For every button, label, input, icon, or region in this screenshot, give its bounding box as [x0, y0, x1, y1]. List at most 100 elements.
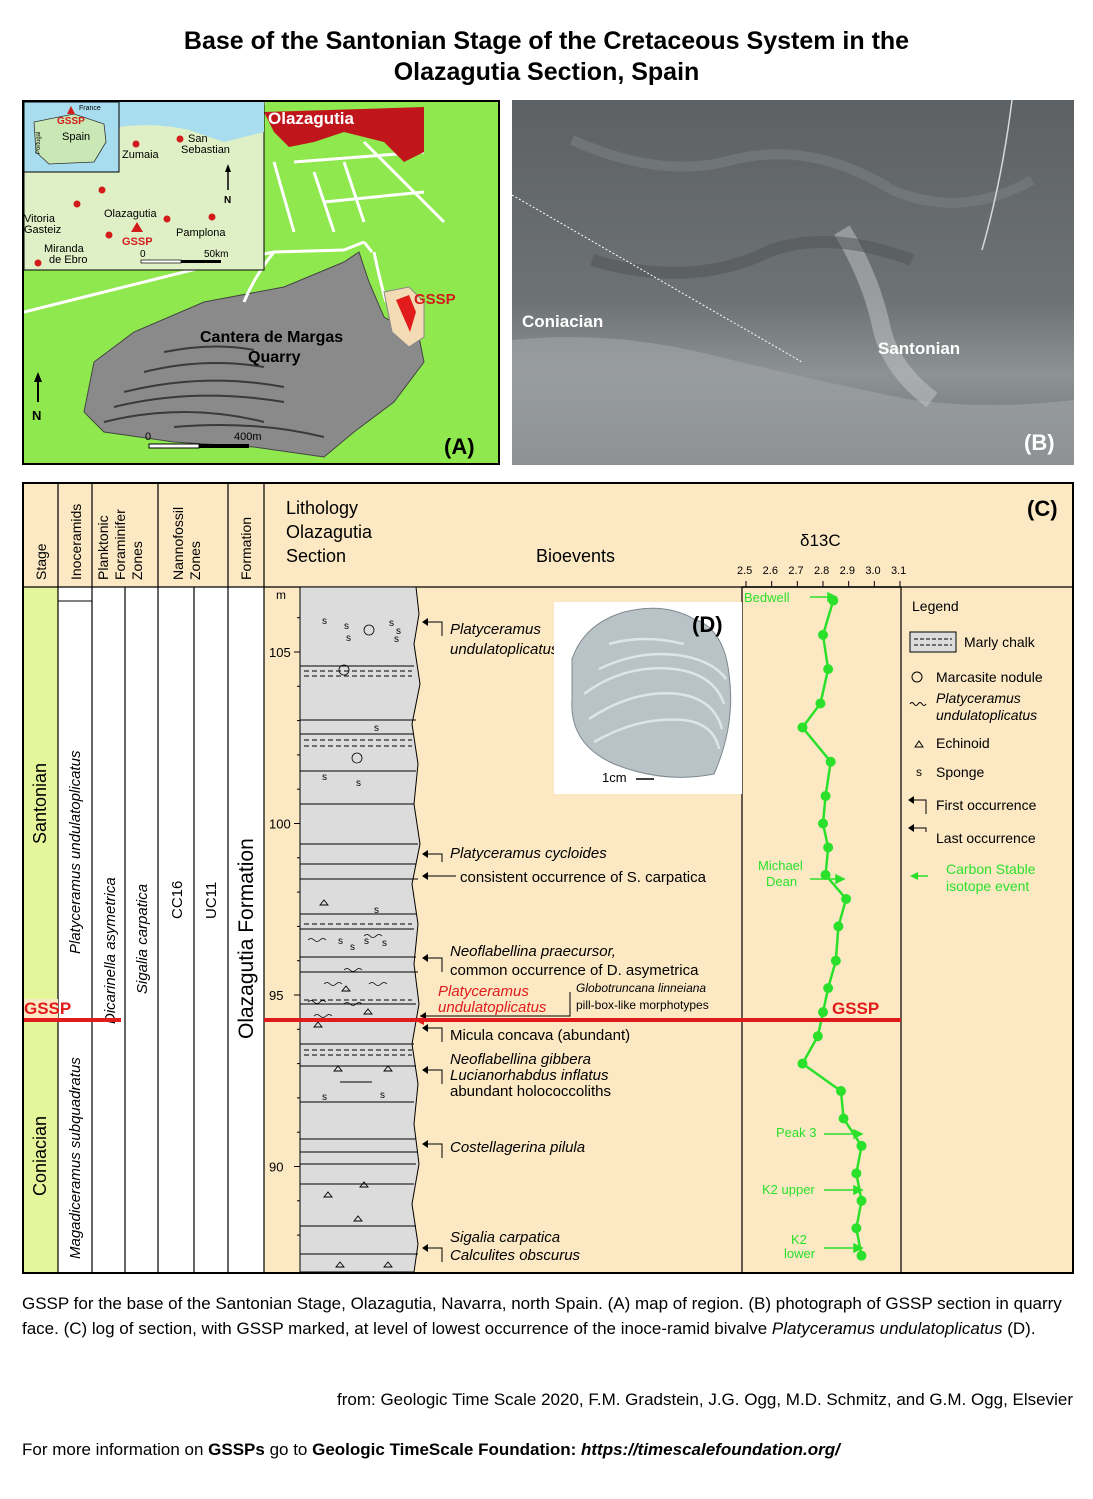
- carbon-point-16: [797, 1058, 808, 1069]
- stage-coniacian: Coniacian: [30, 1116, 50, 1196]
- city-zumaia: Zumaia: [122, 149, 160, 161]
- inset-cities: Zumaia San Sebastian Vitoria Gasteiz Ola…: [24, 133, 230, 267]
- hdr-nanno-2: Zones: [187, 541, 203, 580]
- zone-subquadratus: Magadiceramus subquadratus: [67, 1057, 84, 1259]
- bioevent-inflatus: Lucianorhabdus inflatus: [450, 1067, 609, 1084]
- legend-platy-2: undulatoplicatus: [936, 707, 1037, 723]
- svg-text:s: s: [374, 905, 379, 916]
- carbon-point-14: [818, 1007, 828, 1018]
- carbon-point-12: [830, 955, 841, 966]
- bioevent-calculites: Calculites obscurus: [450, 1247, 581, 1264]
- carbon-point-2: [823, 664, 834, 675]
- city-san: San: [188, 133, 208, 145]
- inset-france: France: [79, 105, 101, 112]
- bioevent-pillbox: pill-box-like morphotypes: [576, 998, 709, 1012]
- svg-text:s: s: [374, 723, 379, 734]
- legend-sponge-symbol: s: [916, 765, 922, 779]
- legend-marcasite: Marcasite nodule: [936, 669, 1043, 685]
- zone-dicarinella: Dicarinella asymetrica: [102, 877, 119, 1024]
- svg-text:s: s: [338, 936, 343, 947]
- photo-svg: Coniacian Santonian (B): [512, 100, 1074, 465]
- bioevent-holococcoliths: abundant holococcoliths: [450, 1083, 611, 1100]
- event-michael: Michael: [758, 858, 803, 873]
- zone-undulatoplicatus: Platyceramus undulatoplicatus: [67, 750, 84, 954]
- carbon-isotope-curve: [797, 595, 867, 1261]
- hdr-lith-1: Lithology: [286, 498, 358, 518]
- event-k2-upper: K2 upper: [762, 1182, 815, 1197]
- svg-text:s: s: [389, 618, 394, 629]
- carbon-series-line: [800, 600, 863, 1256]
- carbon-point-9: [820, 869, 831, 880]
- bioevent-platy-1: Platyceramus: [450, 621, 541, 638]
- depth-tick-label-2: 95: [269, 988, 283, 1003]
- legend-carbon-1: Carbon Stable: [946, 861, 1036, 877]
- svg-text:s: s: [322, 772, 327, 783]
- svg-text:s: s: [380, 1090, 385, 1101]
- carbon-point-4: [797, 722, 808, 733]
- svg-text:s: s: [396, 626, 401, 637]
- map-panel-label: (A): [444, 434, 475, 459]
- map-scale-end: 400m: [234, 431, 262, 443]
- bioevent-asymetrica: common occurrence of D. asymetrica: [450, 962, 699, 979]
- log-panel-label: (C): [1027, 496, 1058, 521]
- info-middle: go to: [264, 1440, 313, 1459]
- fossil-scale: 1cm: [602, 770, 627, 785]
- map-svg: GSSP Cantera de Margas Quarry Olazagutia…: [24, 102, 475, 459]
- legend-title: Legend: [912, 598, 959, 614]
- town-area: [264, 107, 424, 162]
- inset-gssp: GSSP: [57, 116, 85, 127]
- city-sebastian: Sebastian: [181, 144, 230, 156]
- gssp-carbon-label: GSSP: [832, 999, 879, 1018]
- location-map: GSSP Cantera de Margas Quarry Olazagutia…: [22, 100, 500, 465]
- photo-panel-label: (B): [1024, 430, 1055, 455]
- legend-marly-chalk: Marly chalk: [964, 634, 1036, 650]
- bioevent-carpatica: consistent occurrence of S. carpatica: [460, 869, 707, 886]
- svg-text:s: s: [382, 938, 387, 949]
- photo-coniacian: Coniacian: [522, 312, 603, 331]
- title-line-1: Base of the Santonian Stage of the Creta…: [183, 27, 910, 55]
- svg-text:s: s: [322, 616, 327, 627]
- quarry-label-1: Cantera de Margas: [200, 329, 343, 346]
- carbon-point-8: [823, 842, 834, 853]
- carbon-point-10: [841, 893, 852, 904]
- town-label: Olazagutia: [268, 109, 355, 128]
- inset-scale-end: 50km: [204, 249, 228, 260]
- legend-carbon-2: isotope event: [946, 878, 1029, 894]
- bioevent-gssp-platy-1: Platyceramus: [438, 983, 529, 1000]
- hdr-formation: Formation: [238, 517, 254, 580]
- hdr-foram-2: Foraminifer: [112, 509, 128, 580]
- bioevent-gssp-platy-2: undulatoplicatus: [438, 999, 547, 1016]
- caption-part-1: GSSP for the base of the Santonian Stage…: [22, 1294, 1062, 1338]
- map-north: N: [32, 408, 41, 423]
- legend: Legend Marly chalk Marcasite nodule Plat…: [908, 598, 1043, 894]
- bioevent-micula: Micula concava (abundant): [450, 1027, 630, 1044]
- hdr-nanno-1: Nannofossil: [170, 507, 186, 580]
- fossil-photo: (D) 1cm: [554, 602, 742, 794]
- info-prefix: For more information on: [22, 1440, 209, 1459]
- svg-text:s: s: [394, 634, 399, 645]
- title-line-2: Olazagutia Section, Spain: [393, 58, 700, 86]
- carbon-tick-label-2: 2.7: [788, 565, 803, 577]
- photo-santonian: Santonian: [878, 339, 960, 358]
- map-gssp-label: GSSP: [414, 291, 456, 308]
- hdr-foram-1: Planktonic: [95, 515, 111, 580]
- svg-text:s: s: [346, 633, 351, 644]
- carbon-tick-label-5: 3.0: [865, 565, 880, 577]
- city-gasteiz: Gasteiz: [24, 224, 61, 236]
- svg-text:s: s: [322, 1092, 327, 1103]
- inset-north: N: [224, 195, 231, 206]
- carbon-point-20: [851, 1168, 862, 1179]
- carbon-point-1: [818, 629, 828, 640]
- formation-name: Olazagutia Formation: [235, 838, 258, 1039]
- info-link[interactable]: https://timescalefoundation.org/: [581, 1440, 840, 1459]
- carbon-point-3: [815, 698, 826, 709]
- inset-portugal: Portugal: [36, 132, 42, 154]
- event-lower: lower: [784, 1246, 816, 1261]
- carbon-point-17: [835, 1086, 846, 1097]
- zone-sigalia: Sigalia carpatica: [134, 884, 151, 994]
- inset-scale-start: 0: [140, 249, 146, 260]
- page-title: Base of the Santonian Stage of the Creta…: [0, 26, 1093, 88]
